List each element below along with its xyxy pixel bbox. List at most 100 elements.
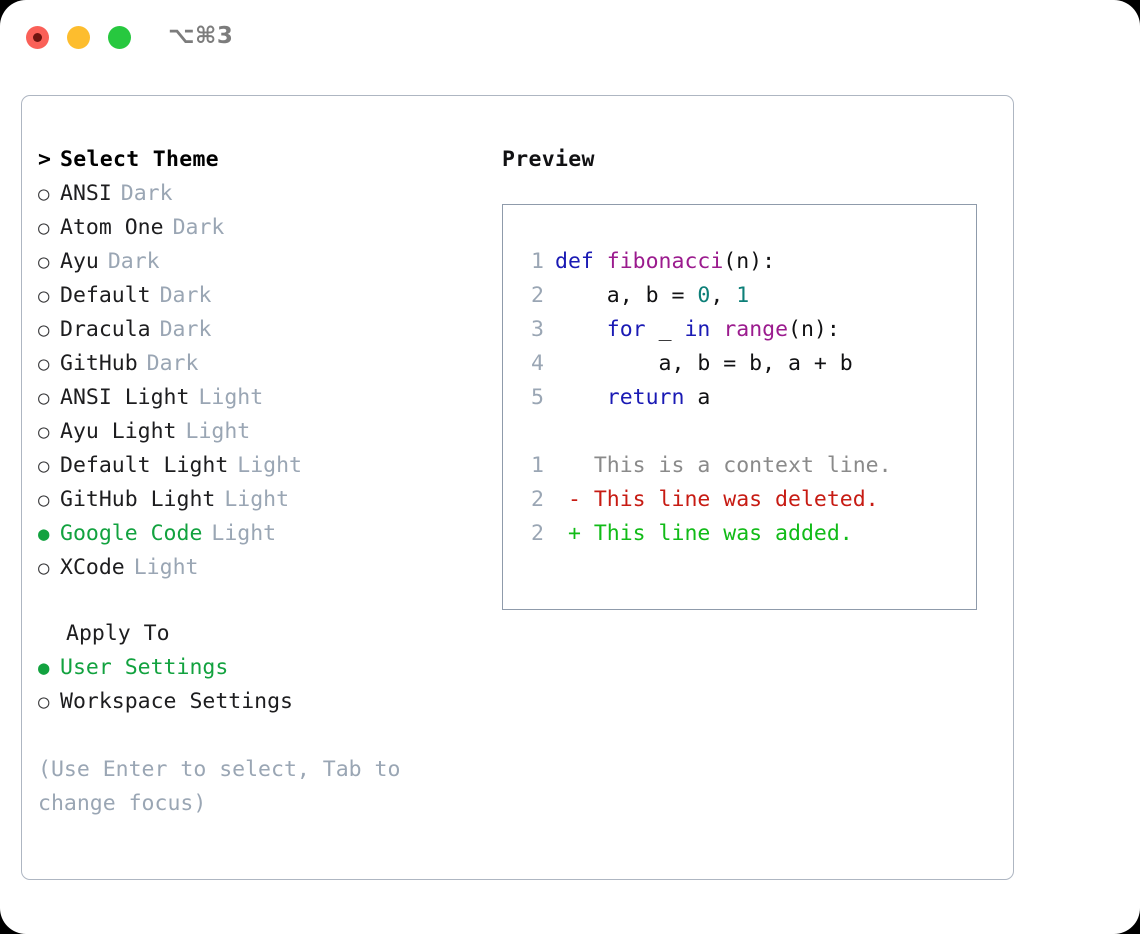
theme-option-variant: Dark	[146, 351, 199, 376]
apply-to-option-row[interactable]: ● User Settings	[38, 651, 478, 685]
radio-unselected-icon: ○	[38, 285, 50, 307]
diff-line: 2 - This line was deleted.	[520, 483, 966, 517]
theme-list-header-label: Select Theme	[60, 147, 219, 172]
line-number: 1	[531, 249, 544, 274]
diff-text: + This line was added.	[555, 521, 853, 546]
theme-option-row[interactable]: ○ Ayu Light Light	[38, 415, 478, 449]
theme-option-variant: Dark	[159, 283, 212, 308]
theme-option-name: Ayu	[60, 249, 99, 274]
list-spacer	[38, 585, 478, 617]
apply-to-option-row[interactable]: ○ Workspace Settings	[38, 685, 478, 719]
theme-option-variant: Light	[198, 385, 264, 410]
code-token: _	[645, 317, 685, 342]
theme-option-row[interactable]: ○ GitHub Dark	[38, 347, 478, 381]
radio-unselected-icon: ○	[38, 421, 50, 443]
keyboard-shortcut-label: ⌥⌘3	[168, 23, 234, 49]
theme-option-row[interactable]: ○ Default Dark	[38, 279, 478, 313]
theme-option-variant: Light	[133, 555, 199, 580]
apply-to-option-label: Workspace Settings	[60, 689, 293, 714]
theme-option-name: Google Code	[60, 521, 203, 546]
close-window-icon[interactable]	[26, 26, 49, 49]
theme-option-name: GitHub	[60, 351, 138, 376]
theme-option-row[interactable]: ○ Atom One Dark	[38, 211, 478, 245]
radio-unselected-icon: ○	[38, 387, 50, 409]
radio-unselected-icon: ○	[38, 353, 50, 375]
theme-option-name: Default Light	[60, 453, 229, 478]
line-number: 2	[531, 283, 544, 308]
line-number: 4	[531, 351, 544, 376]
theme-option-variant: Dark	[172, 215, 225, 240]
code-diff-separator	[520, 415, 966, 449]
keyboard-hint-text: (Use Enter to select, Tab to change focu…	[38, 757, 401, 816]
radio-unselected-icon: ○	[38, 251, 50, 273]
minimize-window-icon[interactable]	[67, 26, 90, 49]
code-token: (n):	[788, 317, 840, 342]
radio-selected-icon: ●	[38, 657, 50, 679]
theme-option-row[interactable]: ○ Default Light Light	[38, 449, 478, 483]
code-token: return	[606, 385, 685, 410]
code-token: (n):	[723, 249, 776, 274]
apply-to-option-label: User Settings	[60, 655, 229, 680]
radio-unselected-icon: ○	[38, 217, 50, 239]
radio-unselected-icon: ○	[38, 489, 50, 511]
code-token: for	[606, 317, 646, 342]
theme-option-name: ANSI	[60, 181, 112, 206]
theme-option-name: Default	[60, 283, 151, 308]
traffic-lights	[26, 26, 131, 49]
maximize-window-icon[interactable]	[108, 26, 131, 49]
theme-option-name: Ayu Light	[60, 419, 177, 444]
diff-text: This is a context line.	[555, 453, 892, 478]
theme-option-variant: Light	[211, 521, 277, 546]
code-token: range	[723, 317, 789, 342]
theme-option-variant: Light	[237, 453, 303, 478]
code-token: def	[555, 249, 607, 274]
line-number: 1	[531, 453, 544, 478]
code-line: 4 a, b = b, a + b	[520, 347, 966, 381]
radio-unselected-icon: ○	[38, 455, 50, 477]
line-number: 2	[531, 487, 544, 512]
diff-text: - This line was deleted.	[555, 487, 879, 512]
theme-option-row[interactable]: ○ GitHub Light Light	[38, 483, 478, 517]
preview-title: Preview	[502, 147, 595, 172]
code-line: 5 return a	[520, 381, 966, 415]
line-number: 3	[531, 317, 544, 342]
code-token: a, b = b, a + b	[555, 351, 853, 376]
radio-unselected-icon: ○	[38, 319, 50, 341]
theme-list-header: > Select Theme	[38, 143, 478, 177]
line-number: 2	[531, 521, 544, 546]
code-token	[710, 317, 723, 342]
line-number: 5	[531, 385, 544, 410]
theme-option-row[interactable]: ● Google Code Light	[38, 517, 478, 551]
theme-option-name: Atom One	[60, 215, 164, 240]
hint-spacer	[38, 719, 478, 753]
radio-selected-icon: ●	[38, 523, 50, 545]
diff-line: 1 This is a context line.	[520, 449, 966, 483]
theme-option-name: GitHub Light	[60, 487, 216, 512]
code-token	[555, 317, 607, 342]
code-line: 2 a, b = 0, 1	[520, 279, 966, 313]
diff-sample: 1 This is a context line.2 - This line w…	[520, 449, 966, 551]
code-token: a	[684, 385, 711, 410]
apply-to-options-list: ● User Settings ○ Workspace Settings	[38, 651, 478, 719]
code-token: 0	[697, 283, 711, 308]
caret-icon: >	[38, 147, 52, 172]
radio-unselected-icon: ○	[38, 557, 50, 579]
radio-unselected-icon: ○	[38, 691, 50, 713]
code-token	[555, 385, 607, 410]
radio-unselected-icon: ○	[38, 183, 50, 205]
theme-option-variant: Light	[185, 419, 251, 444]
theme-option-variant: Light	[224, 487, 290, 512]
apply-to-title: Apply To	[66, 621, 170, 646]
